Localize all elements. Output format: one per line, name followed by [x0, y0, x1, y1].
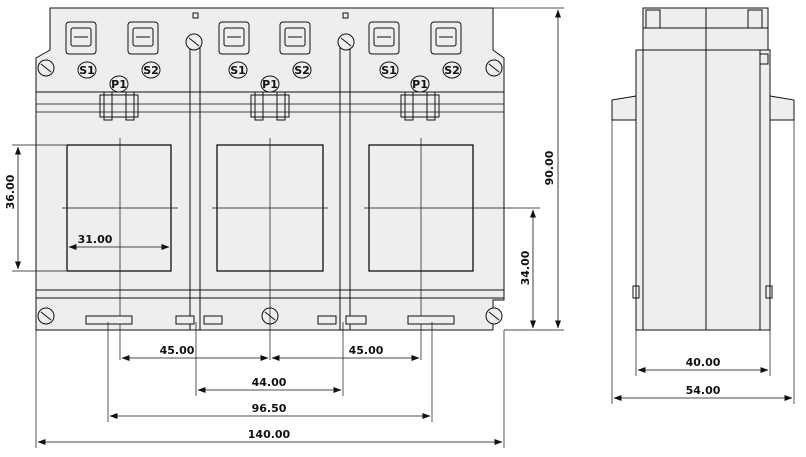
- svg-text:S1: S1: [381, 64, 397, 77]
- front-view: S1 S2 P1 S1 P1 S2 S1 P1 S2: [35, 7, 505, 360]
- dim-body-depth: 40.00: [686, 356, 721, 369]
- side-view: 40.00 54.00: [611, 7, 795, 404]
- side-body: [635, 49, 771, 331]
- terminal-label-p1: P1: [410, 75, 430, 93]
- dim-pitch-left: 45.00: [160, 344, 195, 357]
- svg-text:S1: S1: [230, 64, 246, 77]
- terminal-label-s1: S1: [77, 61, 97, 79]
- partitions: [189, 40, 351, 330]
- terminal-label-p1: P1: [260, 75, 280, 93]
- dim-window-bottom-offset: 34.00: [519, 250, 532, 285]
- svg-text:S2: S2: [294, 64, 310, 77]
- terminal-label-s2: S2: [292, 61, 312, 79]
- terminal-labels: S1 S2 P1 S1 P1 S2 S1 P1 S2: [77, 61, 462, 93]
- svg-text:P1: P1: [262, 78, 278, 91]
- marker-square: [342, 12, 349, 19]
- svg-text:S1: S1: [79, 64, 95, 77]
- svg-text:S2: S2: [143, 64, 159, 77]
- dim-mount-inner: 44.00: [252, 376, 287, 389]
- dim-overall-width: 140.00: [248, 428, 291, 441]
- terminal-label-s1: S1: [228, 61, 248, 79]
- p1-clamps: [99, 91, 440, 121]
- dim-window-width: 31.00: [78, 233, 113, 246]
- terminal-label-p1: P1: [109, 75, 129, 93]
- front-dimensions: 36.00 31.00 90.00 34.00 45.00 45.00 44.0…: [4, 7, 564, 448]
- svg-text:S2: S2: [444, 64, 460, 77]
- marker-square: [192, 12, 199, 19]
- terminal-label-s2: S2: [141, 61, 161, 79]
- terminal-label-s1: S1: [379, 61, 399, 79]
- dim-window-height: 36.00: [4, 174, 17, 209]
- svg-text:P1: P1: [412, 78, 428, 91]
- mounting-screws: [37, 33, 503, 325]
- terminal-housings: [65, 21, 462, 55]
- mounting-slots: [85, 315, 455, 325]
- dim-overall-depth: 54.00: [686, 384, 721, 397]
- dim-overall-height: 90.00: [543, 150, 556, 185]
- side-flange-right: [769, 95, 795, 121]
- terminal-label-s2: S2: [442, 61, 462, 79]
- side-flange-left: [611, 95, 637, 121]
- svg-text:P1: P1: [111, 78, 127, 91]
- dim-pitch-right: 45.00: [349, 344, 384, 357]
- dim-mount-outer: 96.50: [252, 402, 287, 415]
